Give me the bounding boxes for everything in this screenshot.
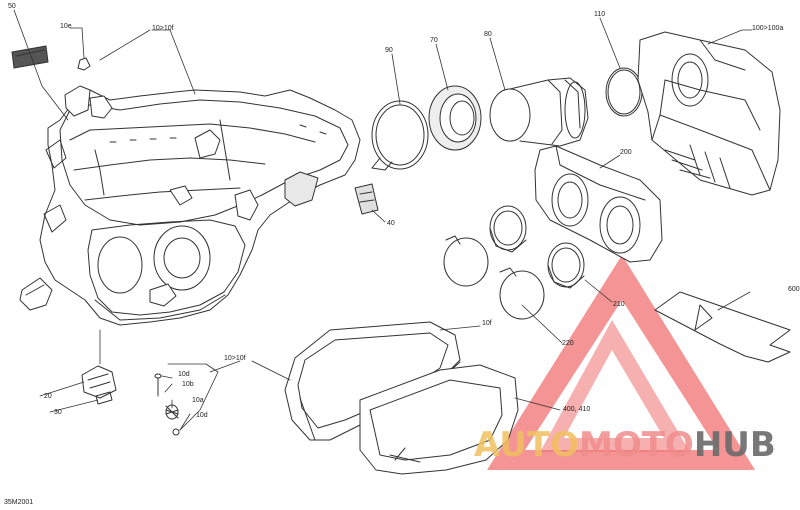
- watermark-logo: AUTOMOTOHUB: [474, 428, 776, 462]
- callout-220: 220: [562, 340, 574, 347]
- callout-10d-bottom: 10d: [196, 412, 208, 419]
- callout-400-410: 400, 410: [563, 406, 591, 413]
- callout-10a: 10a: [192, 397, 204, 404]
- callout-80: 80: [484, 31, 492, 38]
- callout-50: 50: [8, 3, 16, 10]
- filter-600: [654, 291, 791, 363]
- diagram-code: 35M2001: [4, 499, 34, 506]
- ring-70: [428, 85, 482, 151]
- sleeve-set: [443, 205, 585, 320]
- airbox-housing: [19, 85, 361, 326]
- cover-100: [637, 31, 781, 196]
- leader-lines: [13, 9, 753, 431]
- callout-40: 40: [387, 220, 395, 227]
- watermark-moto: MOTO: [578, 425, 694, 465]
- callout-10-10f-top: 10>10f: [152, 25, 174, 32]
- callout-10d-top: 10d: [178, 371, 190, 378]
- callout-10f: 10f: [482, 320, 492, 327]
- callout-10e: 10e: [60, 23, 72, 30]
- callout-70: 70: [430, 37, 438, 44]
- callout-20: 20: [44, 393, 52, 400]
- duct-80: [489, 77, 589, 147]
- callout-10-10f-bottom: 10>10f: [224, 355, 246, 362]
- adapter-200: [534, 145, 663, 263]
- watermark-hub: HUB: [693, 425, 776, 465]
- callout-30: 30: [54, 409, 62, 416]
- callout-100-100a: 100>100a: [752, 25, 784, 32]
- callout-600: 600: [788, 286, 800, 293]
- small-parts: [11, 45, 180, 436]
- clamp-90: [371, 100, 429, 171]
- callout-210: 210: [613, 301, 625, 308]
- callout-110: 110: [594, 11, 606, 18]
- callout-10b: 10b: [182, 381, 194, 388]
- callout-90: 90: [385, 47, 393, 54]
- watermark-auto: AUTO: [474, 425, 579, 465]
- gasket-110: [605, 67, 643, 117]
- callout-200: 200: [620, 149, 632, 156]
- clip-40: [354, 183, 379, 215]
- filter-box: [284, 321, 519, 475]
- watermark-triangle: [487, 255, 755, 470]
